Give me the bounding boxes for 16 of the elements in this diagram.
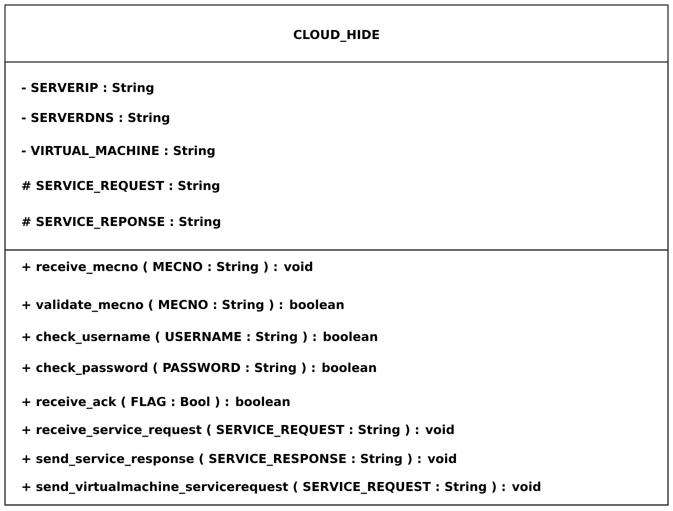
method-text: + receive_mecno ( MECNO : String ) : void (22, 262, 312, 274)
class-name: CLOUD_HIDE (294, 30, 379, 42)
attribute-text: # SERVICE_REQUEST : String (22, 180, 220, 193)
attribute-text: - VIRTUAL_MACHINE : String (22, 146, 214, 158)
method-text: + check_username ( USERNAME : String ) : boolean (22, 332, 378, 344)
method-text: + send_virtualmachine_servicerequest ( SERVICE_REQUEST : String ) : void (22, 482, 540, 494)
method-text: + validate_mecno ( MECNO : String ) : boolean (22, 300, 344, 312)
attribute-text: - SERVERDNS : String (22, 112, 170, 125)
method-text: + send_service_response ( SERVICE_RESPONSE : String ) : void (22, 454, 456, 466)
method-text: + receive_ack ( FLAG : Bool ) : boolean (22, 396, 290, 409)
method-text: + receive_service_request ( SERVICE_REQUEST : String ) : void (22, 424, 454, 437)
attribute-compartment (4, 61, 669, 251)
method-compartment (4, 249, 669, 506)
method-text: + check_password ( PASSWORD : String ) : boolean (22, 362, 376, 375)
attribute-text: # SERVICE_REPONSE : String (22, 216, 220, 229)
attribute-text: - SERVERIP : String (22, 82, 154, 95)
